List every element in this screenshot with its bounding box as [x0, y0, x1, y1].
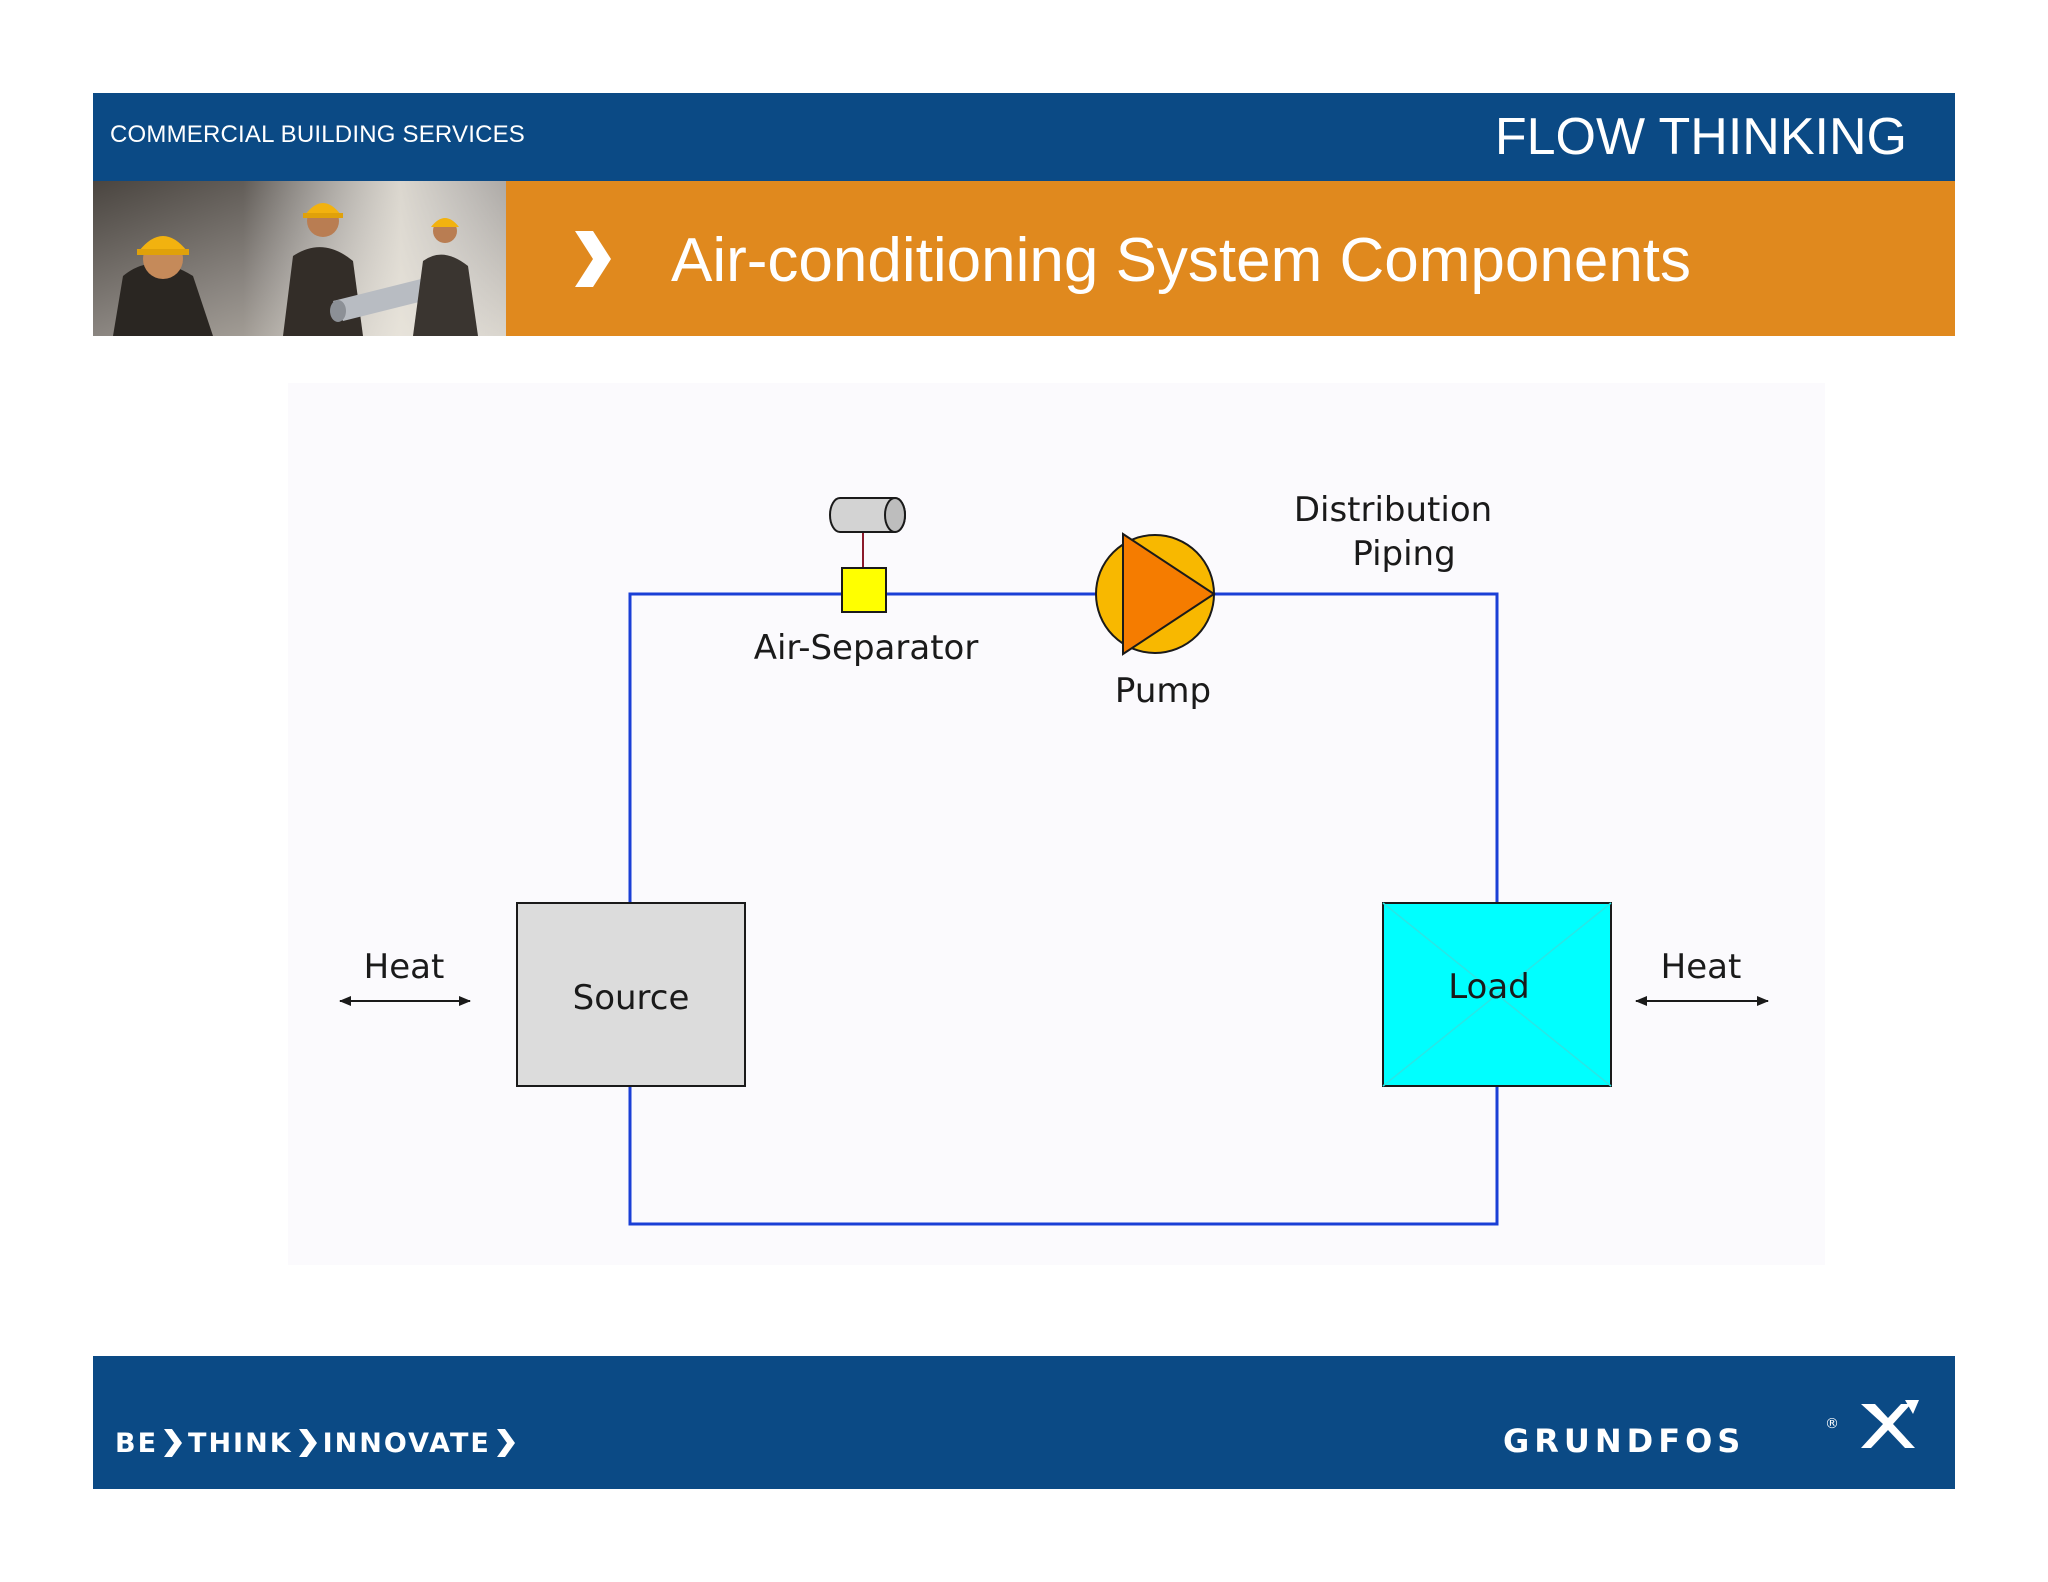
diagram-panel	[288, 383, 1825, 1265]
section-label: COMMERCIAL BUILDING SERVICES	[110, 121, 526, 148]
slogan-word-be: BE	[115, 1427, 159, 1459]
grundfos-logo: GRUNDFOS ®	[1503, 1396, 1923, 1466]
pump-icon	[1095, 532, 1216, 656]
expansion-tank-icon	[829, 497, 906, 533]
distribution-label-line2: Piping	[1352, 534, 1455, 574]
heat-label-right: Heat	[1661, 947, 1742, 987]
pump-label: Pump	[1115, 671, 1211, 711]
slogan: BE THINK INNOVATE	[115, 1426, 521, 1460]
air-separator-label: Air-Separator	[754, 628, 979, 668]
workers-with-hard-hats-photo	[93, 181, 506, 336]
tagline: FLOW THINKING	[1494, 108, 1907, 166]
chevron-right-icon	[164, 1429, 183, 1457]
brand-name: GRUNDFOS	[1503, 1422, 1746, 1460]
chevron-right-icon	[298, 1429, 317, 1457]
source-box	[516, 902, 746, 1087]
air-separator	[829, 497, 906, 613]
grundfos-logo-mark-icon	[1861, 1400, 1919, 1448]
slogan-word-innovate: INNOVATE	[322, 1427, 491, 1459]
page-title: Air-conditioning System Components	[671, 226, 1692, 295]
footer-bar: BE THINK INNOVATE GRUNDFOS ®	[93, 1356, 1955, 1489]
header-bar: COMMERCIAL BUILDING SERVICES FLOW THINKI…	[93, 93, 1955, 181]
slogan-word-think: THINK	[188, 1427, 293, 1459]
chevron-right-icon	[575, 231, 611, 287]
distribution-label-line1: Distribution	[1294, 490, 1492, 530]
heat-label-left: Heat	[364, 947, 445, 987]
source-label: Source	[573, 978, 690, 1018]
title-bar: Air-conditioning System Components	[93, 181, 1955, 336]
load-label: Load	[1448, 967, 1530, 1007]
registered-mark: ®	[1825, 1416, 1839, 1432]
distribution-piping	[628, 592, 1499, 1226]
chevron-right-icon	[496, 1429, 515, 1457]
